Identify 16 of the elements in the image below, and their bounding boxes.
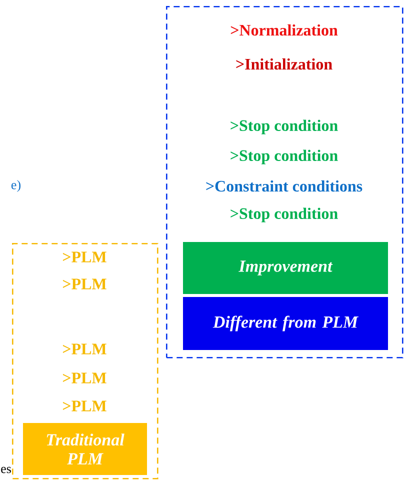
list-item: >PLM	[62, 344, 106, 354]
label-box: Improvement	[183, 242, 388, 294]
list-item: >Stop condition	[230, 208, 338, 222]
list-item: >PLM	[62, 278, 106, 290]
list-item: >PLM	[62, 372, 106, 384]
text-fragment: es	[1, 466, 11, 474]
list-item: >Constraint conditions	[206, 180, 362, 192]
list-item: >PLM	[62, 252, 106, 262]
list-item: >Initialization	[236, 58, 332, 70]
label-box: Traditional PLM	[23, 423, 147, 475]
text-fragment: e)	[11, 180, 20, 192]
list-item: >Stop condition	[230, 150, 338, 164]
list-item: >Stop condition	[230, 120, 338, 134]
list-item: >Normalization	[230, 24, 338, 36]
label-box: Different from PLM	[183, 297, 388, 350]
list-item: >PLM	[62, 400, 106, 412]
